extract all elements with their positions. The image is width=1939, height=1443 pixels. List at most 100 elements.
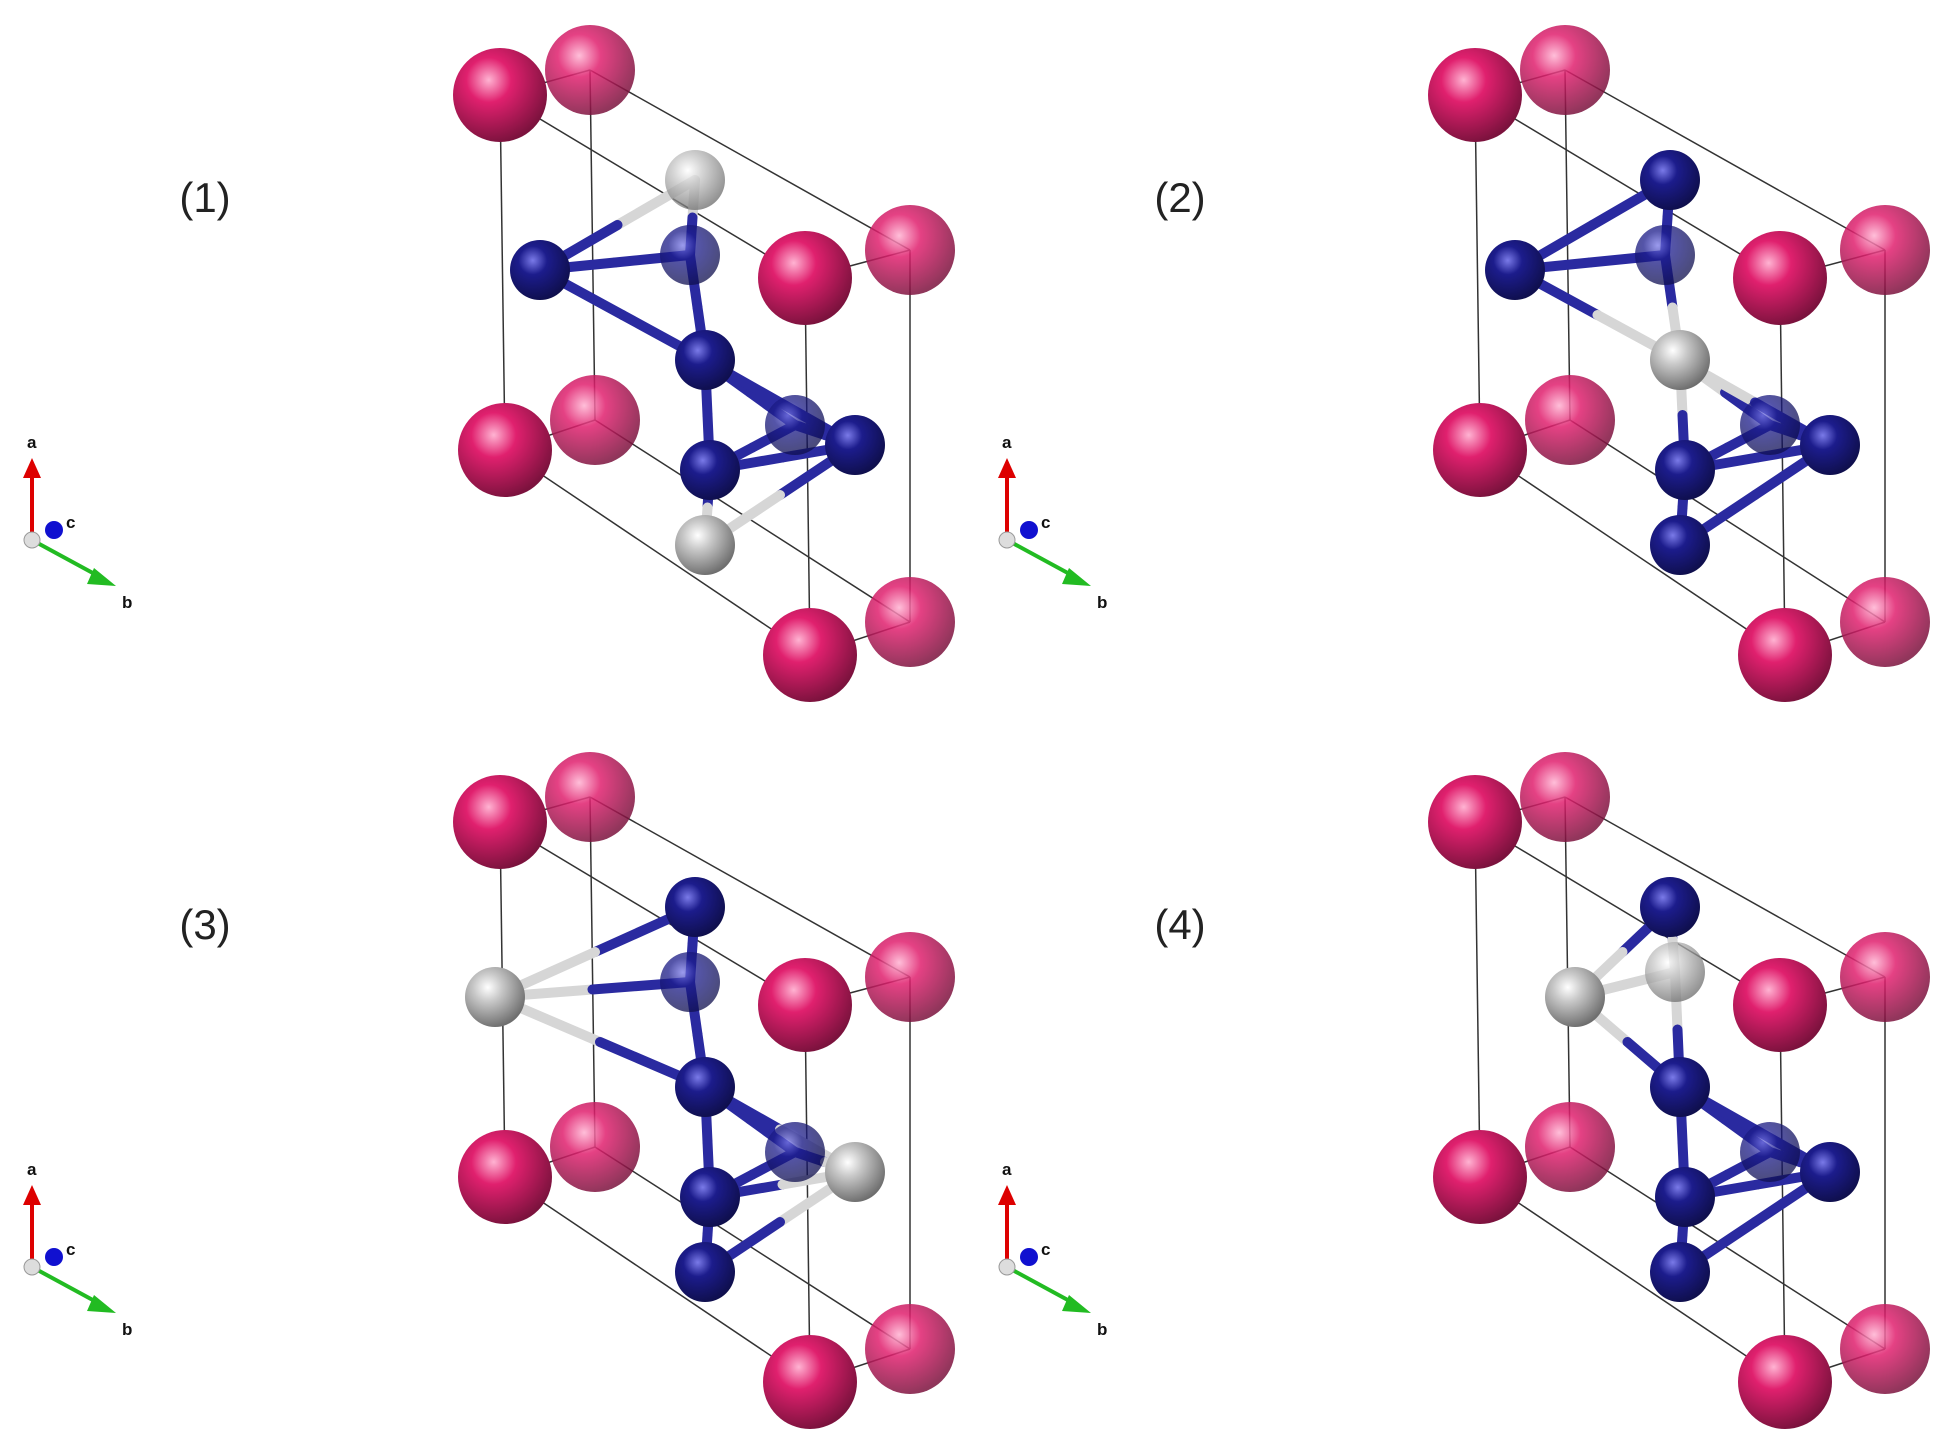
cell-edge (1474, 821, 1781, 1006)
blue-atom (510, 240, 570, 300)
axis-b-arrow (1006, 538, 1078, 580)
axis-c-dot (45, 521, 63, 539)
panel-1: (1)acb (23, 25, 955, 702)
blue-atom (665, 877, 725, 937)
corner-atom (1738, 1335, 1832, 1429)
blue-atom (1650, 1057, 1710, 1117)
axis-c-dot (1020, 1248, 1038, 1266)
axis-a-arrowhead (998, 1185, 1016, 1205)
corner-atom (1428, 48, 1522, 142)
axis-b-arrowhead (87, 1295, 116, 1313)
axis-b-arrow (31, 538, 103, 580)
axis-origin (23, 531, 41, 549)
axis-origin (998, 531, 1016, 549)
panel-label: (3) (179, 901, 230, 948)
axis-a-label: a (27, 1160, 37, 1179)
corner-atom (458, 1130, 552, 1224)
cell-edge (1474, 94, 1481, 451)
corner-atom (453, 775, 547, 869)
cell-edge (499, 821, 806, 1006)
axis-b-label: b (122, 1320, 132, 1339)
corner-atom (1525, 375, 1615, 465)
cell-edge (504, 1176, 811, 1383)
axis-c-label: c (66, 513, 75, 532)
corner-atom (1733, 231, 1827, 325)
panel-label: (4) (1154, 901, 1205, 948)
axes-triad: acb (23, 433, 132, 612)
gray-atom (825, 1142, 885, 1202)
cell-edge (1779, 1004, 1786, 1383)
panel-label: (2) (1154, 174, 1205, 221)
gray-atom (465, 967, 525, 1027)
axis-b-arrow (31, 1265, 103, 1307)
cell-edge (589, 69, 911, 251)
corner-atom (865, 932, 955, 1022)
axis-c-dot (45, 1248, 63, 1266)
corner-atom (1738, 608, 1832, 702)
blue-atom (680, 1167, 740, 1227)
axis-a-label: a (27, 433, 37, 452)
cell-edge (804, 277, 811, 656)
axis-a-label: a (1002, 433, 1012, 452)
axis-b-label: b (1097, 593, 1107, 612)
axis-b-arrowhead (1062, 1295, 1091, 1313)
panel-3: (3) a c b (23, 752, 955, 1429)
blue-atom (1740, 1122, 1800, 1182)
corner-atom (865, 1304, 955, 1394)
axis-c-label: c (1041, 513, 1050, 532)
cell-edge (1474, 94, 1781, 279)
blue-atom (1650, 1242, 1710, 1302)
blue-atom (765, 1122, 825, 1182)
axes-triad: a c b (23, 1160, 132, 1339)
corner-atom (1733, 958, 1827, 1052)
axis-a-arrowhead (23, 1185, 41, 1205)
axis-c-label: c (1041, 1240, 1050, 1259)
cell-edge (1569, 1146, 1886, 1350)
axis-b-arrowhead (1062, 568, 1091, 586)
panels-layer: (1)acb(2)acb(3)acb(4)acb (23, 25, 1930, 1429)
cell-edge (804, 1004, 811, 1383)
cell-edge (499, 94, 506, 451)
corner-atom (1433, 403, 1527, 497)
axes-triad: a c b (998, 433, 1107, 612)
gray-atom (1645, 942, 1705, 1002)
corner-atom (545, 25, 635, 115)
cell-edge (594, 1146, 911, 1350)
blue-atom (675, 330, 735, 390)
blue-atom (1800, 415, 1860, 475)
blue-atom (660, 952, 720, 1012)
corner-atom (1433, 1130, 1527, 1224)
blue-atom (1740, 395, 1800, 455)
blue-atom (1640, 877, 1700, 937)
corner-atom (1520, 752, 1610, 842)
axis-a-label: a (1002, 1160, 1012, 1179)
corner-atom (758, 231, 852, 325)
cell-edge (589, 796, 596, 1148)
cell-edge (499, 94, 806, 279)
gray-atom (1650, 330, 1710, 390)
corner-atom (763, 1335, 857, 1429)
corner-atom (1525, 1102, 1615, 1192)
corner-atom (865, 205, 955, 295)
axis-c-label: c (66, 1240, 75, 1259)
cell-edge (594, 419, 911, 623)
gray-atom (1545, 967, 1605, 1027)
cell-edge (1569, 419, 1886, 623)
blue-atom (1640, 150, 1700, 210)
corner-atom (763, 608, 857, 702)
blue-atom (1655, 440, 1715, 500)
corner-atom (1840, 577, 1930, 667)
corner-atom (865, 577, 955, 667)
blue-atom (1650, 515, 1710, 575)
corner-atom (545, 752, 635, 842)
blue-atom (1485, 240, 1545, 300)
cell-edge (1779, 277, 1786, 656)
panel-2: (2) a c b (998, 25, 1930, 702)
axes-triad: acb (998, 1160, 1107, 1339)
axis-c-dot (1020, 521, 1038, 539)
corner-atom (550, 375, 640, 465)
gray-atom (665, 150, 725, 210)
blue-atom (765, 395, 825, 455)
corner-atom (1840, 932, 1930, 1022)
